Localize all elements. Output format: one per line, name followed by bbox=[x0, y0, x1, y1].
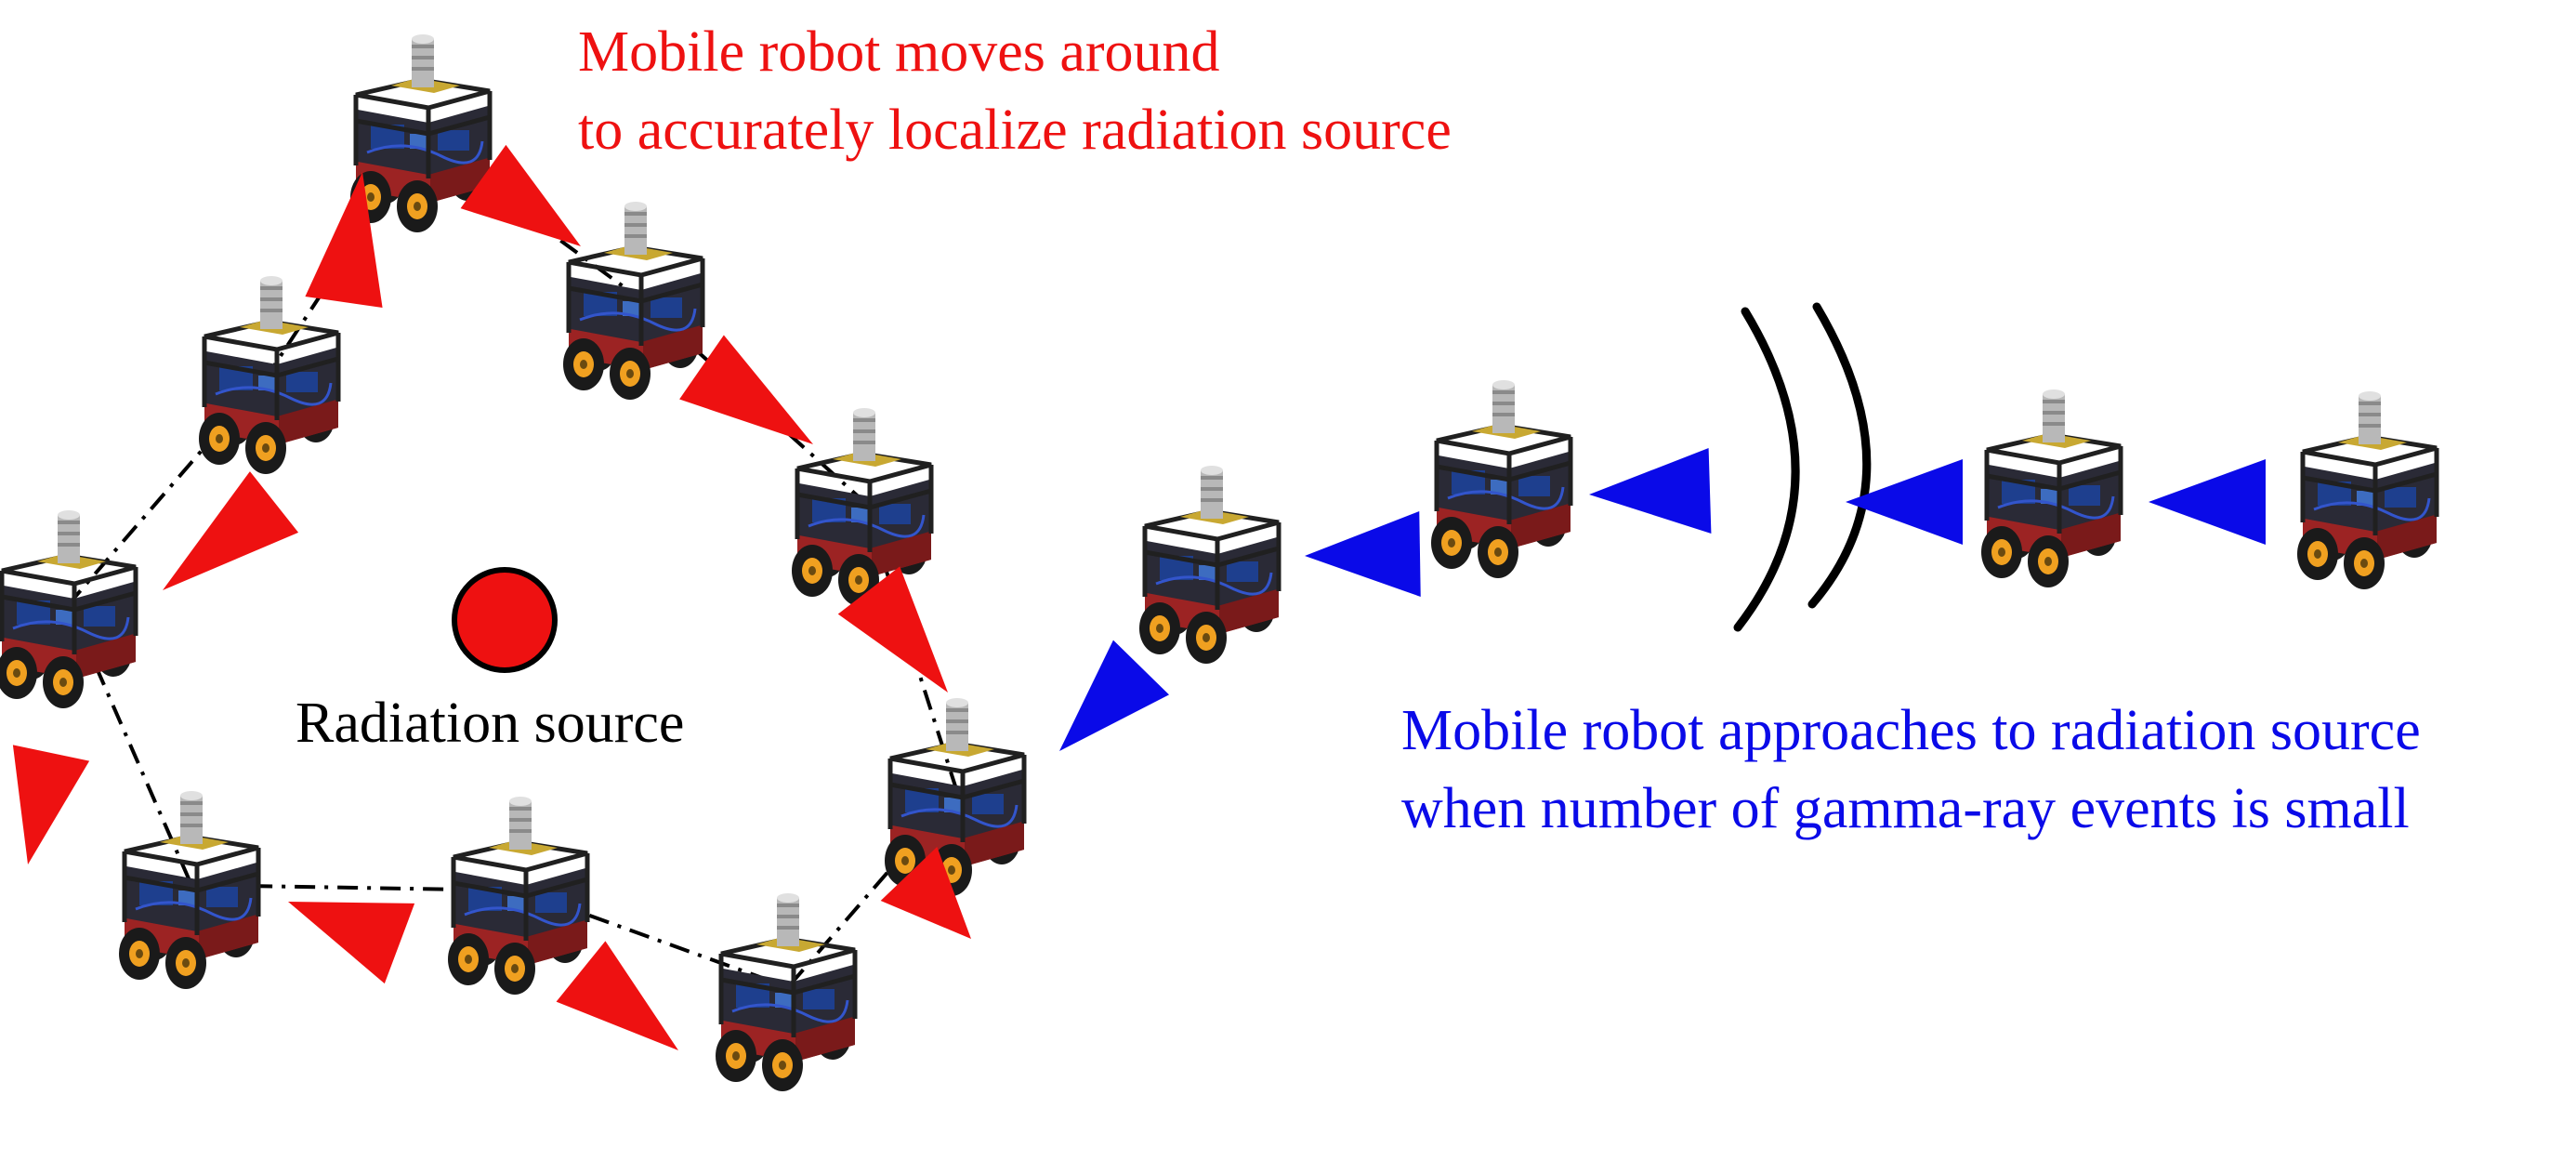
exploration-caption-line-2: to accurately localize radiation source bbox=[578, 99, 1452, 162]
mobile-robot-icon bbox=[1431, 380, 1571, 578]
mobile-robot-icon bbox=[2297, 391, 2437, 589]
approach-arrow-icon bbox=[1846, 459, 1963, 545]
exploration-caption: Mobile robot moves around to accurately … bbox=[578, 13, 1452, 169]
break-line bbox=[1807, 302, 1872, 609]
mobile-robot-icon bbox=[792, 408, 931, 606]
exploration-arrow-icon bbox=[679, 335, 813, 444]
mobile-robot-icon bbox=[448, 797, 587, 995]
mobile-robot-icon bbox=[0, 510, 136, 708]
arrow-group bbox=[12, 144, 2266, 1050]
approach-arrow-icon bbox=[1305, 511, 1421, 597]
mobile-robot-icon bbox=[885, 698, 1024, 896]
break-line bbox=[1733, 307, 1800, 632]
radiation-source-label: Radiation source bbox=[296, 692, 685, 755]
mobile-robot-icon bbox=[199, 276, 338, 474]
mobile-robot-icon bbox=[119, 791, 258, 989]
approach-arrow-icon bbox=[2149, 459, 2266, 545]
exploration-arrow-icon bbox=[460, 144, 581, 246]
exploration-arrow-icon bbox=[556, 941, 678, 1050]
exploration-arrow-icon bbox=[288, 902, 415, 984]
radiation-source-icon bbox=[452, 567, 558, 673]
break-mark-icon bbox=[1733, 302, 1872, 632]
mobile-robot-icon bbox=[1139, 466, 1279, 664]
mobile-robot-icon bbox=[716, 893, 855, 1091]
approach-caption-line-2: when number of gamma-ray events is small bbox=[1401, 777, 2410, 840]
approach-caption: Mobile robot approaches to radiation sou… bbox=[1401, 692, 2421, 848]
exploration-arrow-icon bbox=[163, 471, 299, 590]
exploration-arrow-icon bbox=[837, 566, 948, 693]
exploration-caption-line-1: Mobile robot moves around bbox=[578, 20, 1220, 84]
approach-arrow-icon bbox=[1589, 448, 1712, 534]
mobile-robot-icon bbox=[1981, 389, 2121, 587]
exploration-arrow-icon bbox=[305, 172, 383, 308]
approach-caption-line-1: Mobile robot approaches to radiation sou… bbox=[1401, 699, 2421, 762]
approach-arrow-icon bbox=[1059, 640, 1170, 751]
mobile-robot-icon bbox=[563, 202, 703, 400]
exploration-arrow-icon bbox=[12, 745, 90, 864]
exploration-arrow-icon bbox=[880, 846, 971, 939]
